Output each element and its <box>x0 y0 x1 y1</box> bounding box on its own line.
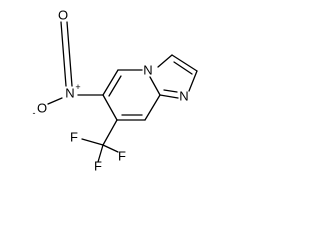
bond-n1-c8a-inner <box>163 89 178 93</box>
bond-cf3-f-right <box>102 144 119 153</box>
fluorine-right-label: F <box>118 149 126 164</box>
bond-nitro-n-o-double <box>60 21 67 87</box>
bond-c2-n1 <box>188 70 198 92</box>
nitro-oxygen-single-label: O <box>37 101 47 116</box>
bond-c7-cf3 <box>102 119 118 146</box>
bond-c8-c8a <box>144 94 161 121</box>
bond-c3-c2 <box>171 54 198 72</box>
nitro-oxygen-double-label: O <box>58 8 68 23</box>
bond-nitro-n-o-single <box>47 97 63 105</box>
ring-nitrogen-imidazole-label: N <box>179 89 188 104</box>
bond-nitro-n-o-double-2 <box>66 21 73 87</box>
nitro-nitrogen-charge: + <box>75 82 80 92</box>
fluorine-bottom-label: F <box>94 159 102 172</box>
bond-cf3-f-left <box>81 138 104 146</box>
imidazopyridine-structure: N N N + O O - F F F <box>33 8 198 172</box>
bond-n4-c3 <box>157 54 173 68</box>
bond-c5-c6-inner <box>108 75 122 97</box>
fluorine-left-label: F <box>70 130 78 145</box>
bond-c5-c6 <box>102 69 119 96</box>
bond-cf3-f-bottom <box>97 144 104 163</box>
bond-n1-c8a <box>159 94 179 99</box>
nitro-oxygen-charge: - <box>33 108 36 118</box>
bond-c8a-n4 <box>149 76 161 96</box>
bond-c3-c2-inner <box>173 61 193 75</box>
nitro-nitrogen-label: N <box>65 86 74 101</box>
ring-nitrogen-bridgehead-label: N <box>143 63 152 78</box>
bond-c6-c7 <box>102 94 118 121</box>
